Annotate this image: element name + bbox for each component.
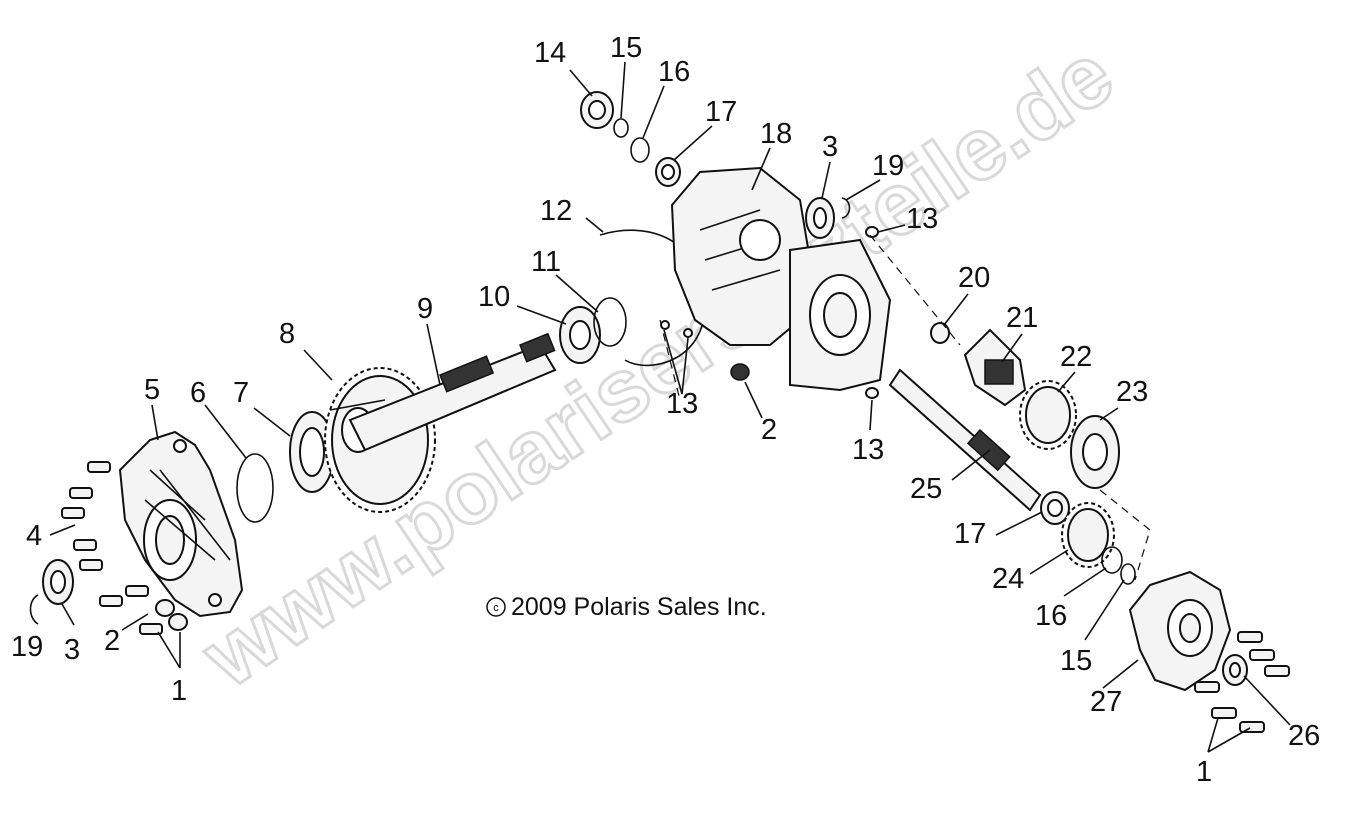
- seal-3-right: [805, 197, 835, 239]
- o-ring-11: [593, 297, 627, 347]
- gear-24: [1061, 502, 1115, 568]
- dowel-13-bottom: [865, 387, 879, 399]
- bearing-20: [930, 322, 950, 344]
- dowel-13-top: [865, 226, 879, 238]
- callout-17-top: 17: [705, 96, 737, 128]
- callout-15-bottom: 15: [1060, 645, 1092, 677]
- dowel-13-b: [683, 328, 693, 338]
- washer-16-top: [630, 137, 650, 163]
- callout-25: 25: [910, 473, 942, 505]
- ring-15-bottom: [1120, 563, 1136, 585]
- callout-9: 9: [417, 293, 433, 325]
- bearing-10: [559, 306, 601, 364]
- callout-23: 23: [1116, 376, 1148, 408]
- callout-21: 21: [1006, 302, 1038, 334]
- main-case-18: [670, 166, 892, 392]
- callout-12: 12: [540, 195, 572, 227]
- callout-20: 20: [958, 262, 990, 294]
- right-cover-bolts: [1194, 631, 1290, 733]
- callout-1-left: 1: [171, 675, 187, 707]
- washer-16-bottom: [1101, 546, 1123, 574]
- callout-15-top: 15: [610, 32, 642, 64]
- left-cover-bolts: [61, 461, 188, 635]
- dowel-13-a: [660, 320, 670, 330]
- callout-10: 10: [478, 281, 510, 313]
- callout-19-left: 19: [11, 631, 43, 663]
- callout-3-left: 3: [64, 634, 80, 666]
- align-line-b: [1099, 489, 1151, 581]
- callout-13-top: 13: [906, 203, 938, 235]
- snap-ring-19-left: [29, 594, 39, 625]
- gear-22: [1019, 380, 1077, 450]
- callout-5: 5: [144, 374, 160, 406]
- seal-3-left: [42, 559, 74, 605]
- copyright-symbol: c: [493, 602, 499, 614]
- seal-14: [580, 91, 614, 129]
- callout-17-bottom: 17: [954, 518, 986, 550]
- callout-2-left: 2: [104, 625, 120, 657]
- callout-6: 6: [190, 377, 206, 409]
- callout-2-mid: 2: [761, 414, 777, 446]
- callout-16-bottom: 16: [1035, 600, 1067, 632]
- seal-26: [1222, 654, 1248, 686]
- callout-16-top: 16: [658, 56, 690, 88]
- bearing-7: [289, 411, 335, 493]
- callout-18: 18: [760, 118, 792, 150]
- callout-7: 7: [233, 377, 249, 409]
- dowel-2: [730, 363, 750, 381]
- bearing-23: [1070, 415, 1120, 489]
- right-cover-27: [1128, 570, 1232, 692]
- snap-ring-19-right: [841, 197, 851, 219]
- ring-15-top: [613, 118, 629, 138]
- copyright-notice: c 2009 Polaris Sales Inc.: [486, 593, 767, 621]
- callout-27: 27: [1090, 686, 1122, 718]
- copyright-circle: [486, 597, 506, 617]
- align-line-a: [869, 234, 961, 346]
- leader-lines: [49, 61, 1291, 753]
- gear-shaft-21: [963, 328, 1027, 407]
- left-cover: [118, 430, 244, 618]
- callout-8: 8: [279, 318, 295, 350]
- callout-4: 4: [26, 520, 42, 552]
- o-ring-6: [236, 453, 274, 523]
- callout-19-right: 19: [872, 150, 904, 182]
- callout-14: 14: [534, 37, 566, 69]
- callout-26: 26: [1288, 720, 1320, 752]
- callout-11: 11: [531, 246, 561, 278]
- bearing-17-top: [655, 157, 681, 187]
- callout-1-right: 1: [1196, 756, 1212, 788]
- callout-24: 24: [992, 563, 1024, 595]
- copyright-text: 2009 Polaris Sales Inc.: [511, 593, 767, 621]
- callout-13-bottom: 13: [852, 434, 884, 466]
- output-shaft-9: [348, 332, 557, 452]
- bearing-17-bottom: [1040, 491, 1070, 525]
- callout-13-mid: 13: [666, 388, 698, 420]
- callout-3-right: 3: [822, 131, 838, 163]
- callout-22: 22: [1060, 341, 1092, 373]
